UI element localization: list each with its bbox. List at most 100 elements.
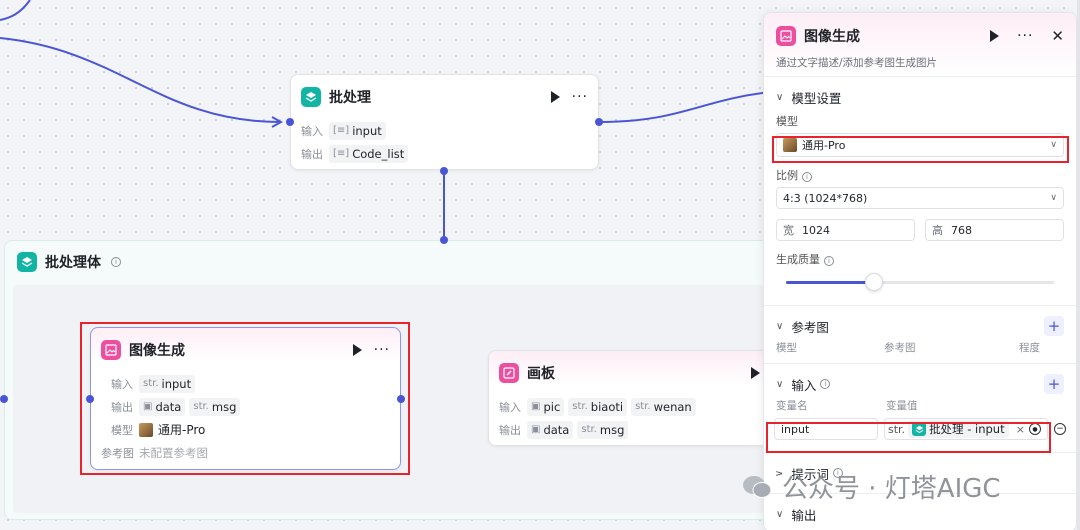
image-input-port[interactable] (86, 395, 94, 403)
remove-icon[interactable]: − (1054, 423, 1066, 435)
ref-tag: 批处理 - input (908, 420, 1009, 438)
wechat-icon (742, 474, 772, 500)
chevron-down-icon: ∨ (776, 508, 784, 520)
more-icon[interactable]: ··· (1017, 28, 1034, 44)
type-prefix: str. (888, 422, 906, 436)
input-value: wenan (653, 399, 692, 414)
col-degree: 程度 (1019, 342, 1040, 354)
canvas-node[interactable]: 画板 输入 ▣pic str.biaoti str.wenan 输出 ▣data… (488, 350, 778, 446)
input-tag: [≡]input (329, 121, 386, 140)
width-value: 1024 (802, 223, 830, 237)
chevron-down-icon: ∨ (776, 91, 784, 103)
height-field[interactable]: 高 768 (925, 219, 1064, 241)
run-icon[interactable] (352, 344, 362, 356)
output-value: msg (211, 399, 237, 414)
node-title: 批处理 (329, 90, 371, 106)
chevron-down-icon: ∨ (1050, 193, 1057, 203)
input-var-row: input str. 批处理 - input × ● − (774, 418, 1066, 440)
scrollbar[interactable] (1077, 0, 1080, 530)
array-type-icon: [≡] (333, 148, 350, 159)
batch-input-port[interactable] (286, 118, 294, 126)
run-icon[interactable] (550, 91, 560, 103)
node-title: 画板 (527, 366, 555, 382)
input-label: 输入 (301, 124, 323, 138)
model-settings-header[interactable]: ∨ 模型设置 (764, 83, 1076, 111)
output-value: data (155, 399, 182, 414)
input-tag: str.input (139, 374, 196, 393)
add-ref-button[interactable]: + (1044, 316, 1064, 336)
chevron-down-icon: ∨ (776, 378, 784, 390)
output-label: 输出 (499, 423, 521, 437)
batch-node[interactable]: 批处理 ··· 输入 [≡]input 输出 [≡]Code_list (290, 74, 599, 170)
type-prefix: str. (572, 401, 588, 412)
more-icon[interactable]: ··· (373, 342, 390, 358)
model-avatar (139, 422, 153, 437)
input-columns: 变量名 变量值 (764, 398, 1076, 413)
ratio-value: 4:3 (1024*768) (783, 191, 868, 205)
ratio-label: 比例 (776, 169, 798, 182)
ratio-label-row: 比例 i (764, 167, 1076, 183)
output-value: msg (599, 422, 625, 437)
image-gen-node[interactable]: 图像生成 ··· 输入 str.input 输出 ▣data str.msg 模… (90, 327, 401, 470)
model-avatar (783, 138, 797, 152)
section-title: 提示词 (791, 466, 829, 482)
close-icon[interactable]: ✕ (1051, 27, 1064, 45)
info-icon[interactable]: i (832, 468, 843, 478)
array-type-icon: [≡] (333, 125, 350, 136)
target-icon[interactable]: ● (1029, 423, 1041, 435)
col-var-name: 变量名 (776, 400, 808, 412)
info-icon[interactable]: i (802, 172, 812, 182)
type-prefix: str. (193, 401, 209, 412)
quality-slider[interactable] (786, 271, 1054, 293)
image-output-port[interactable] (397, 395, 405, 403)
watermark: 公众号 · 灯塔AIGC (742, 468, 1001, 505)
model-select[interactable]: 通用-Pro ∨ (776, 133, 1064, 157)
canvas-icon (499, 363, 519, 383)
image-type-icon: ▣ (531, 401, 541, 412)
batch-bottom-port[interactable] (440, 167, 448, 175)
panel-description: 通过文字描述/添加参考图生成图片 (776, 57, 938, 69)
input-section-header[interactable]: ∨ 输入 i + (764, 370, 1076, 398)
section-title: 输入 (791, 377, 817, 393)
input-label: 输入 (111, 377, 133, 391)
ref-section-header[interactable]: ∨ 参考图 + (764, 312, 1076, 340)
clear-icon[interactable]: × (1015, 422, 1025, 436)
model-label: 模型 (776, 115, 798, 128)
output-section-header[interactable]: ∨ 输出 (764, 500, 1076, 528)
image-icon (101, 340, 121, 360)
layers-icon (17, 252, 37, 272)
input-value: input (352, 123, 382, 138)
image-type-icon: ▣ (531, 424, 541, 435)
prompt-section-header[interactable]: ∨ 提示词 i (764, 459, 1076, 487)
var-name-input[interactable]: input (774, 418, 878, 440)
input-tag-pic: ▣pic (527, 397, 565, 416)
info-icon[interactable]: i (820, 379, 831, 389)
height-label: 高 (932, 224, 943, 237)
info-icon[interactable]: i (824, 256, 834, 266)
type-prefix: str. (635, 401, 651, 412)
group-left-port[interactable] (0, 395, 8, 403)
batch-output-port[interactable] (595, 118, 603, 126)
type-prefix: str. (143, 378, 159, 389)
image-icon (776, 26, 796, 46)
input-value: input (161, 376, 192, 391)
more-icon[interactable]: ··· (571, 89, 588, 105)
ratio-select[interactable]: 4:3 (1024*768) ∨ (776, 187, 1064, 209)
node-title: 图像生成 (129, 343, 185, 359)
input-value: biaoti (590, 399, 624, 414)
run-icon[interactable] (751, 367, 760, 379)
info-icon[interactable]: i (111, 257, 121, 267)
run-icon[interactable] (990, 30, 1000, 42)
panel-title: 图像生成 (804, 29, 860, 45)
group-top-port[interactable] (440, 236, 448, 244)
var-value-ref[interactable]: str. 批处理 - input × ● (884, 418, 1048, 440)
slider-thumb[interactable] (865, 273, 884, 291)
output-value: Code_list (352, 146, 405, 161)
image-type-icon: ▣ (143, 401, 153, 412)
ref-label: 参考图 (101, 446, 134, 460)
output-tag-msg: str.msg (189, 397, 241, 416)
add-input-button[interactable]: + (1044, 374, 1064, 394)
height-value: 768 (951, 223, 972, 237)
width-field[interactable]: 宽 1024 (776, 219, 915, 241)
